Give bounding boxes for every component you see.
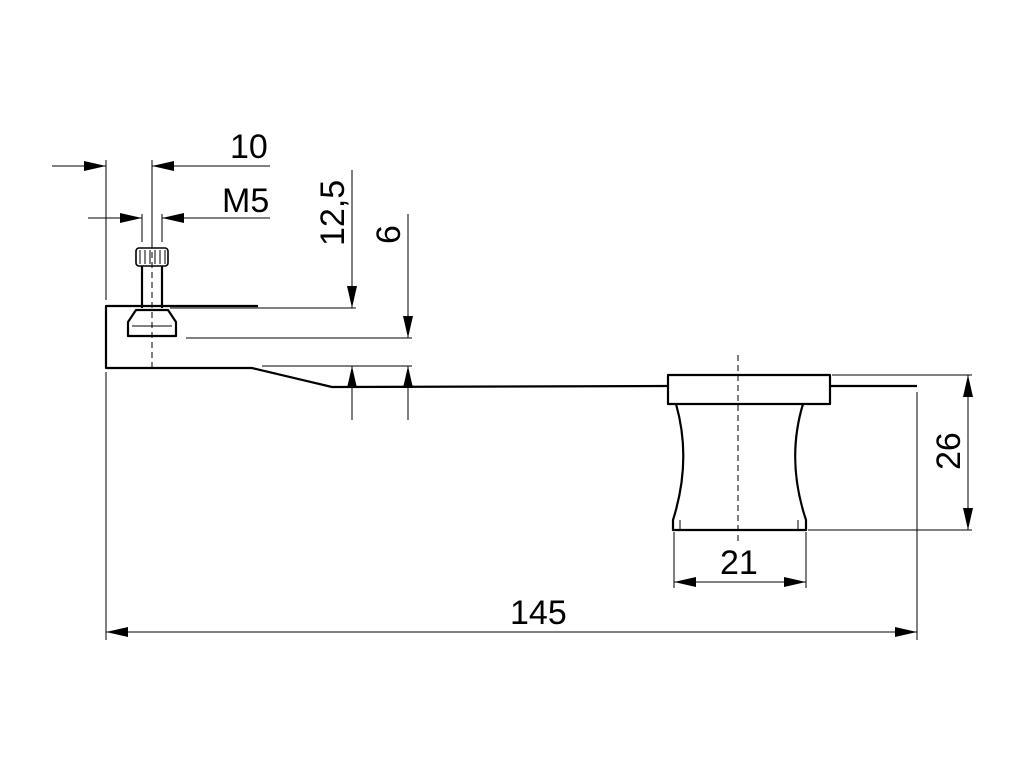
dimension-pad-width: 21 <box>674 544 806 587</box>
dimension-thread: M5 <box>88 182 270 223</box>
dimension-label-overall-length: 145 <box>510 594 567 632</box>
dimension-label-height-upper: 12,5 <box>314 180 352 246</box>
dimension-pad-height: 26 <box>930 375 973 530</box>
extension-lines <box>105 160 972 640</box>
dimension-label-screw-offset: 10 <box>230 128 268 166</box>
bumper-pad <box>666 373 832 532</box>
dimension-height-lower: 6 <box>370 214 413 420</box>
dimension-screw-offset: 10 <box>52 128 270 171</box>
dimension-overall-length: 145 <box>106 594 917 637</box>
dimension-label-thread: M5 <box>222 182 269 220</box>
bracket-arm <box>104 304 917 389</box>
dimension-label-pad-height: 26 <box>930 432 968 470</box>
dimension-label-pad-width: 21 <box>720 544 758 582</box>
dimension-height-upper: 12,5 <box>314 170 357 420</box>
dimension-label-height-lower: 6 <box>370 225 408 244</box>
